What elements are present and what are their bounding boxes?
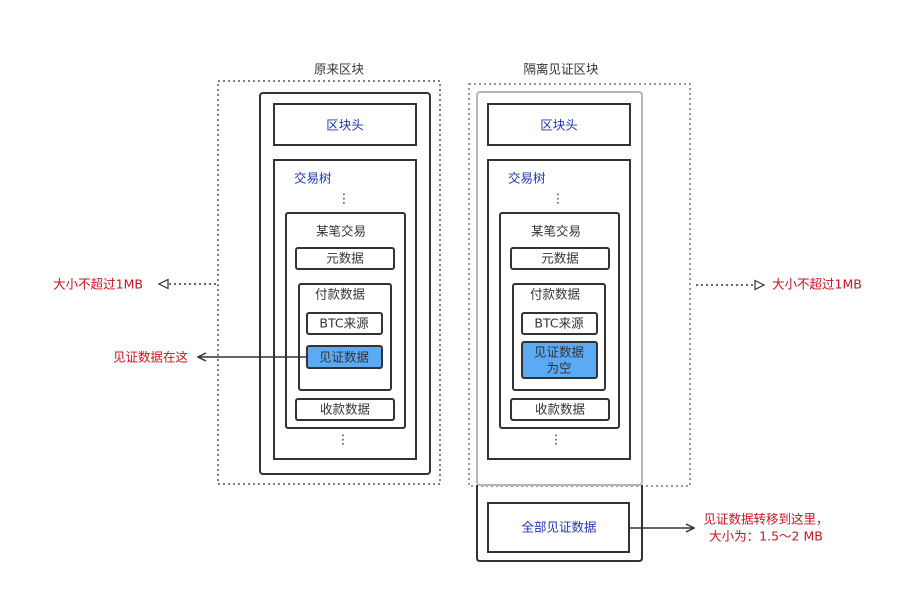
left-tree-ellipsis-top: ⋮ — [338, 191, 351, 206]
all-witness-data-label: 全部见证数据 — [521, 520, 596, 535]
right-size-annotation: 大小不超过1MB — [772, 277, 862, 292]
left-block-frame — [259, 92, 431, 475]
right-transaction-tree — [487, 159, 631, 460]
left-witness-data-label: 见证数据 — [319, 350, 369, 365]
right-block-title: 隔离见证区块 — [523, 62, 599, 77]
right-payment-data — [512, 283, 606, 391]
left-block-header-label: 区块头 — [326, 118, 364, 133]
right-receipt-data-label: 收款数据 — [535, 402, 585, 417]
right-transaction-label: 某笔交易 — [531, 224, 581, 239]
left-receipt-data-label: 收款数据 — [320, 402, 370, 417]
left-payment-data-label: 付款数据 — [315, 287, 365, 302]
right-block-frame — [476, 91, 643, 486]
right-block-header-label: 区块头 — [540, 118, 578, 133]
right-witness-data-label-1: 见证数据 — [534, 345, 584, 360]
witness-moved-annotation-2: 大小为：1.5～2 MB — [709, 529, 823, 544]
witness-extension-frame — [476, 485, 643, 562]
right-metadata-label: 元数据 — [541, 251, 579, 266]
witness-here-annotation: 见证数据在这 — [113, 350, 189, 365]
left-size-boundary — [217, 80, 441, 485]
left-transaction-tree-label: 交易树 — [294, 171, 332, 186]
left-transaction — [285, 212, 406, 429]
left-block-header — [273, 103, 417, 146]
right-tree-ellipsis-top: ⋮ — [552, 191, 565, 206]
right-transaction — [499, 212, 620, 429]
left-tree-ellipsis-bottom: ⋮ — [337, 432, 350, 447]
left-metadata-label: 元数据 — [326, 251, 364, 266]
left-payment-data — [298, 283, 392, 391]
right-witness-data-empty — [521, 341, 598, 379]
right-btc-source-label: BTC来源 — [534, 316, 584, 331]
right-size-boundary — [468, 83, 691, 487]
right-tree-ellipsis-bottom: ⋮ — [550, 432, 563, 447]
right-block-header — [487, 103, 631, 146]
right-btc-source — [521, 312, 598, 335]
left-size-annotation: 大小不超过1MB — [53, 277, 143, 292]
left-transaction-tree — [273, 159, 417, 460]
right-witness-data-label-2: 为空 — [546, 361, 571, 376]
right-payment-data-label: 付款数据 — [530, 287, 580, 302]
witness-moved-annotation-1: 见证数据转移到这里， — [703, 512, 828, 527]
left-block-title: 原来区块 — [314, 62, 365, 77]
right-receipt-data — [510, 398, 610, 421]
left-btc-source — [306, 312, 383, 335]
left-btc-source-label: BTC来源 — [319, 316, 369, 331]
right-metadata — [510, 247, 610, 270]
left-transaction-label: 某笔交易 — [316, 224, 366, 239]
right-transaction-tree-label: 交易树 — [508, 171, 546, 186]
left-receipt-data — [295, 398, 395, 421]
left-metadata — [295, 247, 395, 270]
